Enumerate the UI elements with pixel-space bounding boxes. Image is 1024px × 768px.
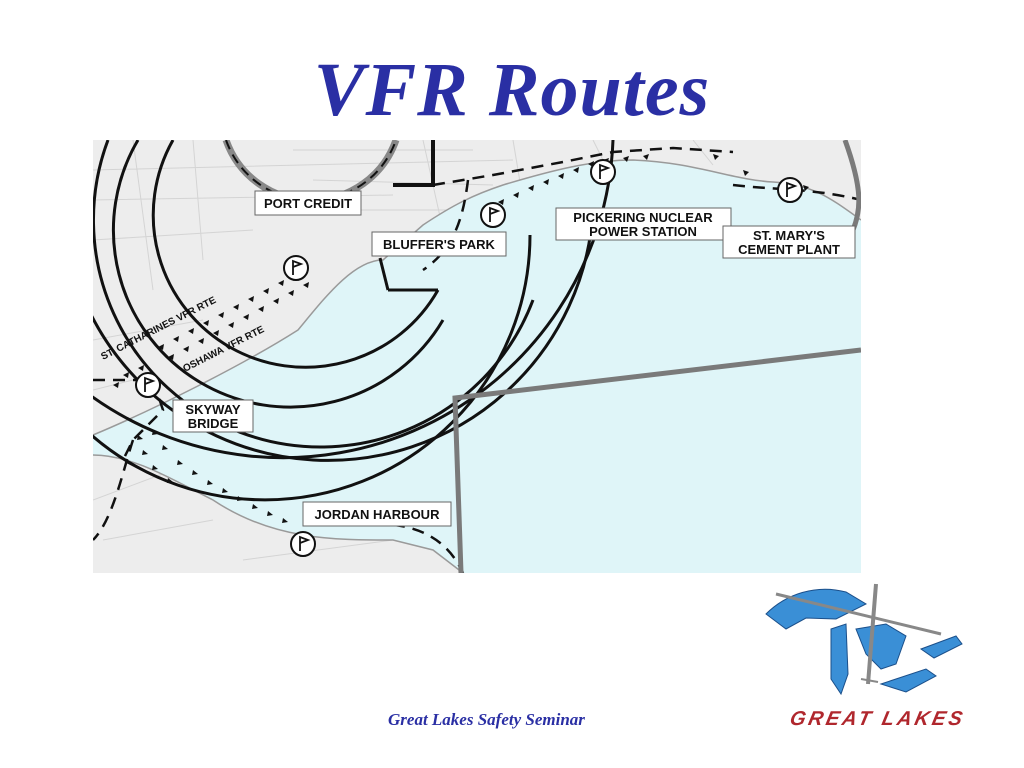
svg-text:PORT CREDIT: PORT CREDIT (264, 196, 352, 211)
svg-text:CEMENT PLANT: CEMENT PLANT (738, 242, 840, 257)
svg-text:SKYWAY: SKYWAY (185, 402, 240, 417)
great-lakes-logo-text: GREAT LAKES (787, 708, 968, 730)
great-lakes-logo (756, 574, 968, 738)
reporting-point-flag-icon (135, 159, 803, 557)
svg-text:PICKERING NUCLEAR: PICKERING NUCLEAR (573, 210, 713, 225)
slide-title: VFR Routes (313, 48, 711, 132)
vfr-route-map: ST. CATHARINES VFR RTE OSHAWA VFR RTE PO… (93, 140, 861, 573)
lake-ontario-water (93, 160, 861, 573)
label-skyway-bridge: SKYWAY BRIDGE (172, 399, 254, 433)
label-port-credit: PORT CREDIT (254, 190, 362, 216)
label-pickering: PICKERING NUCLEAR POWER STATION (555, 207, 732, 241)
vfr-route-markers (113, 154, 809, 523)
svg-text:ST. MARY'S: ST. MARY'S (753, 228, 825, 243)
svg-text:BLUFFER'S PARK: BLUFFER'S PARK (383, 237, 496, 252)
footer-seminar-name: Great Lakes Safety Seminar (388, 710, 585, 729)
label-st-marys: ST. MARY'S CEMENT PLANT (722, 225, 856, 259)
airspace-arcs (93, 140, 615, 502)
label-jordan-harbour: JORDAN HARBOUR (302, 501, 452, 527)
great-lakes-map-icon (765, 583, 963, 696)
svg-text:JORDAN HARBOUR: JORDAN HARBOUR (315, 507, 441, 522)
label-bluffers-park: BLUFFER'S PARK (371, 231, 507, 257)
svg-text:POWER STATION: POWER STATION (589, 224, 697, 239)
international-boundary (452, 347, 861, 573)
svg-text:BRIDGE: BRIDGE (188, 416, 239, 431)
